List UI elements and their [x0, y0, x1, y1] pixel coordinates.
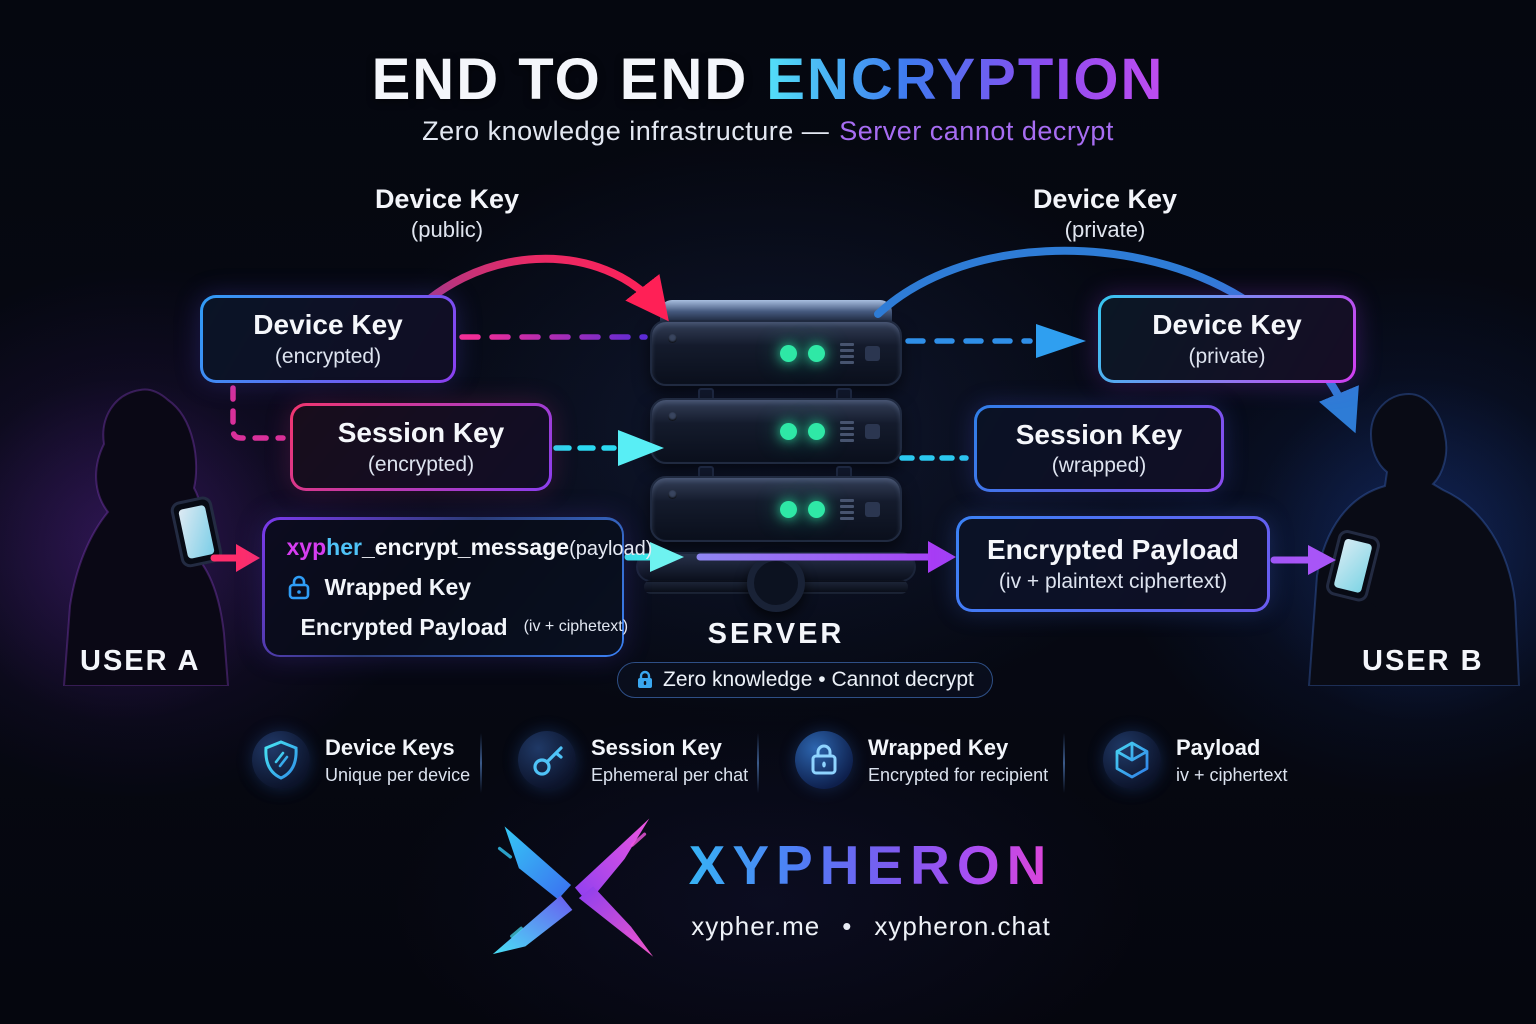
fn-args: (payload) — [569, 537, 653, 560]
device-key-private-title: Device Key — [1032, 184, 1178, 214]
user-b-silhouette — [1307, 392, 1521, 686]
led-green — [780, 500, 797, 518]
legend-session-key-sub: Ephemeral per chat — [591, 764, 749, 785]
footer-brand-area: XYPHERON xypher.me • xypheron.chat — [0, 812, 1536, 962]
box-device-key-private-sub: (private) — [1188, 344, 1266, 368]
device-key-public-title: Device Key — [374, 184, 520, 214]
screw-dot — [668, 490, 677, 499]
device-key-private-sub: (private) — [1064, 217, 1146, 242]
legend-device-keys-title: Device Keys — [325, 734, 455, 760]
box-device-key-encrypted-title: Device Key — [253, 309, 403, 341]
brand-wordmark: XYPHERON — [688, 833, 1054, 896]
title-white: END TO END — [371, 47, 749, 112]
drive-port — [865, 345, 880, 361]
box-encrypted-payload: Encrypted Payload (iv + plaintext cipher… — [956, 516, 1270, 612]
title-gradient: ENCRYPTION — [766, 47, 1165, 112]
arrowhead-cyan-small — [650, 542, 684, 572]
box-session-key-wrapped-title: Session Key — [1015, 418, 1183, 450]
vent-grill — [840, 420, 854, 442]
encrypt-function-signature: xypher_encrypt_message(payload) — [286, 533, 653, 561]
drive-port — [865, 501, 880, 517]
box-device-key-encrypted-sub: (encrypted) — [274, 344, 382, 368]
screw-dot — [668, 412, 677, 421]
cube-icon — [1103, 731, 1161, 789]
lock-icon — [795, 731, 853, 789]
box-session-key-wrapped: Session Key (wrapped) — [974, 405, 1224, 492]
subtitle-accent: Server cannot decrypt — [839, 116, 1114, 146]
lock-icon — [638, 670, 652, 688]
fn-prefix-magenta: xyp — [286, 533, 327, 560]
box-session-key-encrypted-title: Session Key — [337, 417, 505, 449]
user-b-label: USER B — [1362, 645, 1484, 677]
legend-payload: Payload iv + ciphertext — [1103, 731, 1288, 789]
box-encrypted-payload-sub: (iv + plaintext ciphertext) — [998, 569, 1228, 593]
legend-wrapped-key-title: Wrapped Key — [868, 734, 1009, 760]
box-device-key-encrypted: Device Key (encrypted) — [200, 295, 456, 383]
user-a-silhouette — [62, 388, 230, 686]
lock-icon — [288, 575, 309, 600]
server-unit-3 — [650, 476, 902, 542]
arrowhead-blue — [1036, 324, 1086, 358]
device-key-private-label: Device Key (private) — [965, 184, 1245, 243]
box-device-key-private-title: Device Key — [1152, 309, 1302, 341]
key-icon — [518, 731, 576, 789]
legend-wrapped-key-sub: Encrypted for recipient — [868, 764, 1049, 785]
led-green — [808, 500, 825, 518]
page-title: END TO END ENCRYPTION — [0, 46, 1536, 113]
arrowhead-purple-2 — [1308, 545, 1336, 575]
arrowhead-pink — [236, 544, 260, 572]
legend-separator — [757, 733, 759, 793]
screw-dot — [668, 334, 677, 343]
subtitle-plain: Zero knowledge infrastructure — — [422, 116, 830, 146]
box-session-key-wrapped-sub: (wrapped) — [1051, 454, 1147, 478]
encrypted-payload-row: Encrypted Payload (iv + ciphetext) — [287, 613, 629, 641]
box-encrypted-payload-title: Encrypted Payload — [986, 534, 1240, 566]
encrypted-payload-label: Encrypted Payload — [300, 613, 508, 640]
led-green — [808, 344, 825, 362]
legend-session-key: Session Key Ephemeral per chat — [518, 731, 748, 789]
led-green — [780, 422, 797, 440]
arrowhead-purple — [928, 541, 956, 573]
link-separator: • — [842, 910, 853, 941]
legend-device-keys-sub: Unique per device — [325, 764, 471, 785]
box-device-key-private: Device Key (private) — [1098, 295, 1356, 383]
legend-payload-title: Payload — [1176, 734, 1261, 760]
zero-knowledge-badge-text: Zero knowledge • Cannot decrypt — [663, 668, 974, 691]
legend-session-key-title: Session Key — [591, 734, 722, 760]
arrowhead-cyan — [618, 430, 664, 466]
legend-payload-sub: iv + ciphertext — [1176, 764, 1288, 785]
fn-name: _encrypt_message — [361, 533, 570, 560]
user-a-label: USER A — [80, 645, 201, 677]
box-session-key-encrypted: Session Key (encrypted) — [290, 403, 552, 491]
wrapped-key-label: Wrapped Key — [324, 573, 472, 600]
legend-separator — [1063, 733, 1065, 793]
fn-prefix-cyan: her — [326, 533, 362, 560]
device-key-public-label: Device Key (public) — [307, 184, 587, 243]
box-session-key-encrypted-sub: (encrypted) — [367, 452, 475, 476]
link-xypheron-chat: xypheron.chat — [874, 910, 1051, 941]
encrypted-payload-note: (iv + ciphetext) — [523, 618, 629, 635]
dash-device-a-to-session-a — [230, 385, 286, 441]
led-green — [808, 422, 825, 440]
wrapped-key-row: Wrapped Key — [287, 574, 600, 601]
link-xypher-me: xypher.me — [691, 910, 821, 941]
shield-icon — [252, 731, 310, 789]
legend-wrapped-key: Wrapped Key Encrypted for recipient — [795, 731, 1048, 789]
encrypt-function-box: xypher_encrypt_message(payload) Wrapped … — [262, 517, 653, 657]
server-label: SERVER — [707, 618, 845, 650]
server-unit-1 — [650, 320, 902, 386]
xypheron-logo-icon — [492, 818, 653, 957]
led-green — [780, 344, 797, 362]
legend-separator — [480, 733, 482, 793]
page-subtitle: Zero knowledge infrastructure — Server ca… — [0, 116, 1536, 147]
drive-port — [865, 423, 880, 439]
vent-grill — [840, 342, 854, 364]
brand-links: xypher.me • xypheron.chat — [691, 911, 1050, 942]
server-unit-2 — [650, 398, 902, 464]
vent-grill — [840, 498, 854, 520]
zero-knowledge-badge: Zero knowledge • Cannot decrypt — [617, 662, 993, 698]
legend-device-keys: Device Keys Unique per device — [252, 731, 470, 789]
device-key-public-sub: (public) — [410, 217, 484, 242]
